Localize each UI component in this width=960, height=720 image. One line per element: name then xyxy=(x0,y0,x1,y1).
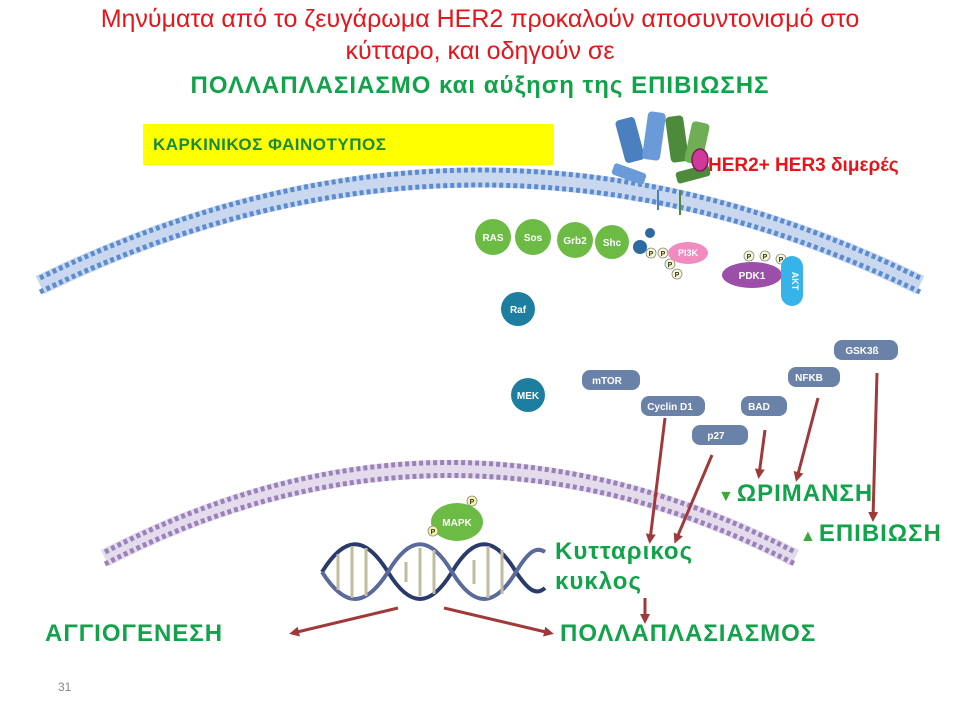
node-p27: p27 xyxy=(692,425,748,445)
node-ras: RAS xyxy=(475,219,511,255)
svg-text:AKT: AKT xyxy=(790,272,800,291)
node-cyclin-d1: Cyclin D1 xyxy=(641,396,705,416)
svg-text:mTOR: mTOR xyxy=(592,376,623,387)
nuclear-membrane xyxy=(100,460,800,567)
svg-text:P: P xyxy=(779,257,784,264)
survival-outcome: ▲ΕΠΙΒΙΩΣΗ xyxy=(800,520,942,548)
svg-text:Raf: Raf xyxy=(510,305,527,316)
node-raf: Raf xyxy=(501,292,535,326)
svg-text:MEK: MEK xyxy=(517,391,540,402)
node-pdk1: PDK1 xyxy=(722,262,782,288)
survival-label: ΕΠΙΒΙΩΣΗ xyxy=(818,520,942,547)
node-mapk: MAPK P P xyxy=(427,495,483,541)
maturation-outcome: ▼ΩΡΙΜΑΝΣΗ xyxy=(718,480,873,508)
svg-text:Shc: Shc xyxy=(603,238,622,249)
svg-text:GSK3ß: GSK3ß xyxy=(845,346,878,357)
cell-membrane xyxy=(35,167,925,295)
title-line-2: κύτταρο, και οδηγούν σε xyxy=(345,37,615,65)
dimer-label: HER2+ HER3 διμερές xyxy=(708,155,899,176)
svg-text:PDK1: PDK1 xyxy=(739,271,766,282)
title-line-3: ΠΟΛΛΑΠΛΑΣΙΑΣΜΟ και αύξηση της ΕΠΙΒΙΩΣΗΣ xyxy=(190,72,770,99)
svg-text:P: P xyxy=(649,251,654,258)
page-number: 31 xyxy=(58,680,72,694)
linker-beads xyxy=(633,228,655,254)
svg-text:PI3K: PI3K xyxy=(678,248,699,258)
node-mtor: mTOR xyxy=(582,370,640,390)
signal-arrows xyxy=(289,372,879,637)
svg-text:RAS: RAS xyxy=(482,233,503,244)
maturation-label: ΩΡΙΜΑΝΣΗ xyxy=(736,480,874,507)
angiogenesis-outcome: ΑΓΓΙΟΓΕΝΕΣΗ xyxy=(45,620,224,647)
down-arrow-icon: ▼ xyxy=(718,488,735,505)
cell-cycle-line-2: κυκλος xyxy=(555,568,642,595)
title-line-1: Μηνύματα από το ζευγάρωμα HER2 προκαλούν… xyxy=(100,5,860,33)
node-bad: BAD xyxy=(741,396,787,416)
svg-text:BAD: BAD xyxy=(748,402,770,413)
svg-text:P: P xyxy=(675,272,680,279)
svg-text:p27: p27 xyxy=(707,431,725,442)
node-grb2: Grb2 xyxy=(557,222,593,258)
svg-text:Grb2: Grb2 xyxy=(563,236,587,247)
proliferation-outcome: ΠΟΛΛΑΠΛΑΣΙΑΣΜΟΣ xyxy=(560,620,817,647)
cell-cycle-outcome: Κυτταρικος κυκλος xyxy=(555,537,693,597)
svg-text:P: P xyxy=(763,254,768,261)
node-akt: AKT xyxy=(781,256,803,306)
node-shc: Shc xyxy=(595,225,629,259)
svg-text:MAPK: MAPK xyxy=(442,518,472,529)
svg-text:P: P xyxy=(747,254,752,261)
svg-text:Cyclin D1: Cyclin D1 xyxy=(647,402,693,413)
her2-her3-dimer-icon xyxy=(611,111,711,215)
svg-text:Sos: Sos xyxy=(524,233,543,244)
svg-text:P: P xyxy=(668,262,673,269)
node-sos: Sos xyxy=(515,219,551,255)
node-gsk3b: GSK3ß xyxy=(834,340,898,360)
svg-text:P: P xyxy=(661,251,666,258)
svg-text:NFKB: NFKB xyxy=(795,373,823,384)
node-mek: MEK xyxy=(511,378,545,412)
cell-cycle-line-1: Κυτταρικος xyxy=(555,538,694,565)
phospho-tags: P P P P P P P xyxy=(645,247,787,280)
svg-text:P: P xyxy=(470,499,475,506)
phenotype-label: ΚΑΡΚΙΝΙΚΟΣ ΦΑΙΝΟΤΥΠΟΣ xyxy=(143,124,554,165)
svg-text:P: P xyxy=(431,529,436,536)
up-arrow-icon: ▲ xyxy=(800,528,817,545)
dna-helix-icon xyxy=(320,542,547,601)
node-pi3k: PI3K xyxy=(668,242,708,264)
node-nfkb: NFKB xyxy=(788,367,840,387)
